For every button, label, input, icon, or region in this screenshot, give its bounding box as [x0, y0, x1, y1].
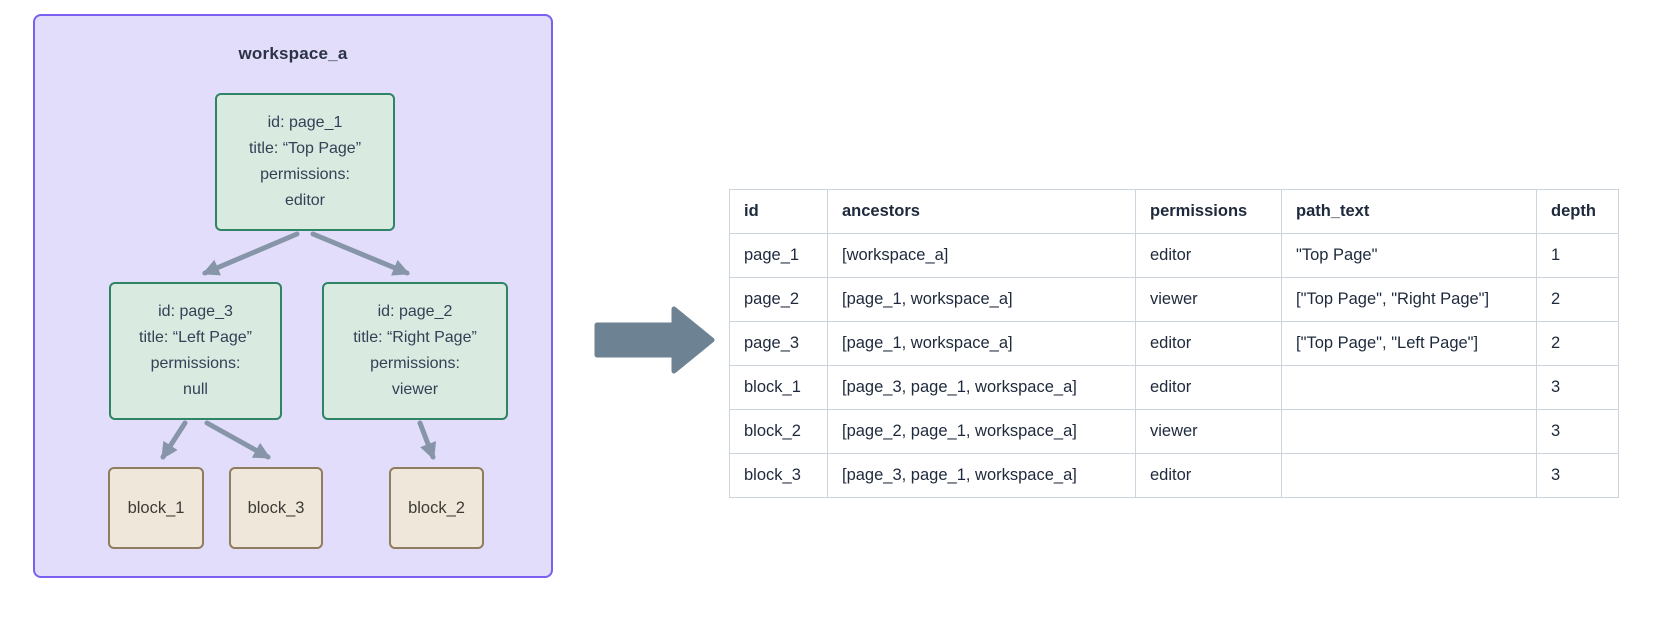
workspace-container: workspace_a id: page_1 title: “Top Page”… [33, 14, 553, 578]
table-row: block_3 [page_3, page_1, workspace_a] ed… [729, 453, 1619, 498]
header-ancestors: ancestors [827, 189, 1136, 234]
node-block-1: block_1 [108, 467, 204, 549]
node-line: permissions: [150, 355, 241, 372]
cell-path-text [1281, 453, 1537, 498]
cell-id: block_2 [729, 409, 828, 454]
cell-path-text: ["Top Page", "Left Page"] [1281, 321, 1537, 366]
cell-ancestors: [workspace_a] [827, 233, 1136, 278]
header-id: id [729, 189, 828, 234]
node-line: editor [284, 192, 326, 209]
cell-path-text [1281, 365, 1537, 410]
cell-depth: 2 [1536, 321, 1619, 366]
flow-arrow-icon [594, 306, 715, 374]
cell-ancestors: [page_3, page_1, workspace_a] [827, 453, 1136, 498]
node-line: permissions: [370, 355, 460, 372]
node-label: block_2 [408, 498, 465, 517]
node-page-2: id: page_2 title: “Right Page” permissio… [322, 282, 508, 420]
header-path-text: path_text [1281, 189, 1537, 234]
cell-path-text [1281, 409, 1537, 454]
workspace-title: workspace_a [238, 44, 348, 63]
cell-ancestors: [page_1, workspace_a] [827, 321, 1136, 366]
header-permissions: permissions [1135, 189, 1282, 234]
node-line: title: “Top Page” [248, 140, 362, 157]
node-line: null [183, 381, 208, 398]
node-block-3: block_3 [229, 467, 323, 549]
table-header-row: id ancestors permissions path_text depth [729, 189, 1619, 234]
cell-depth: 3 [1536, 365, 1619, 410]
cell-id: page_1 [729, 233, 828, 278]
cell-permissions: viewer [1135, 277, 1282, 322]
cell-path-text: ["Top Page", "Right Page"] [1281, 277, 1537, 322]
header-depth: depth [1536, 189, 1619, 234]
table-row: page_1 [workspace_a] editor "Top Page" 1 [729, 233, 1619, 278]
cell-depth: 3 [1536, 453, 1619, 498]
node-line: viewer [391, 381, 439, 398]
node-line: permissions: [260, 166, 350, 183]
cell-id: block_3 [729, 453, 828, 498]
cell-permissions: editor [1135, 365, 1282, 410]
node-line: title: “Left Page” [139, 329, 252, 346]
node-label: block_3 [247, 498, 305, 517]
cell-permissions: viewer [1135, 409, 1282, 454]
cell-permissions: editor [1135, 453, 1282, 498]
cell-id: block_1 [729, 365, 828, 410]
result-table: id ancestors permissions path_text depth… [729, 189, 1619, 498]
cell-permissions: editor [1135, 321, 1282, 366]
node-page-3: id: page_3 title: “Left Page” permission… [109, 282, 282, 420]
node-label: block_1 [127, 498, 185, 517]
cell-id: page_3 [729, 321, 828, 366]
cell-depth: 2 [1536, 277, 1619, 322]
edge-page2-block2 [417, 420, 437, 460]
cell-depth: 1 [1536, 233, 1619, 278]
node-line: id: page_1 [267, 114, 343, 131]
node-line: id: page_2 [377, 303, 453, 320]
cell-depth: 3 [1536, 409, 1619, 454]
edge-page1-page3 [202, 231, 300, 276]
node-page-1: id: page_1 title: “Top Page” permissions… [215, 93, 395, 231]
edge-page3-block1 [160, 420, 188, 460]
cell-ancestors: [page_3, page_1, workspace_a] [827, 365, 1136, 410]
cell-permissions: editor [1135, 233, 1282, 278]
cell-path-text: "Top Page" [1281, 233, 1537, 278]
node-line: title: “Right Page” [353, 329, 477, 346]
edge-page1-page2 [310, 231, 410, 276]
table-row: block_2 [page_2, page_1, workspace_a] vi… [729, 409, 1619, 454]
node-block-2: block_2 [389, 467, 484, 549]
cell-ancestors: [page_1, workspace_a] [827, 277, 1136, 322]
cell-ancestors: [page_2, page_1, workspace_a] [827, 409, 1136, 454]
node-line: id: page_3 [158, 303, 233, 320]
table-row: page_3 [page_1, workspace_a] editor ["To… [729, 321, 1619, 366]
table-row: page_2 [page_1, workspace_a] viewer ["To… [729, 277, 1619, 322]
edge-page3-block3 [204, 420, 271, 460]
table-row: block_1 [page_3, page_1, workspace_a] ed… [729, 365, 1619, 410]
cell-id: page_2 [729, 277, 828, 322]
